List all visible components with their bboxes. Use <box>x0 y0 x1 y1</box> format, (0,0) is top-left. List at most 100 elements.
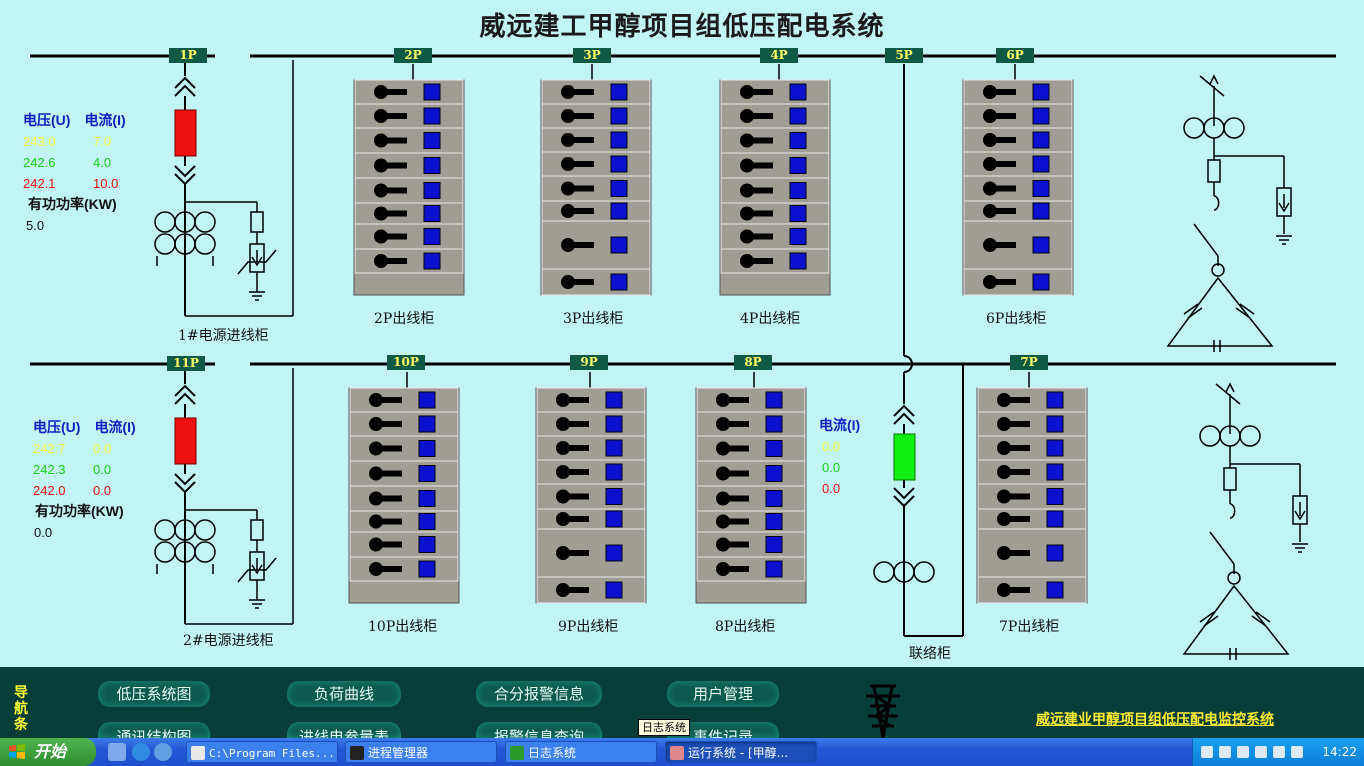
tag-10p[interactable]: 10P <box>387 355 425 370</box>
current-phase-b: 4.0 <box>93 155 112 170</box>
circuit-breaker <box>174 417 197 465</box>
nav-button-switch-alarm-info[interactable]: 合分报警信息 <box>476 681 602 707</box>
label-cabinet-6p: 6P出线柜 <box>986 311 1047 327</box>
switch-indicator <box>1032 202 1050 220</box>
tag-8p[interactable]: 8P <box>734 355 772 370</box>
current-header: 电流(I) <box>819 417 861 433</box>
label-cabinet-3p: 3P出线柜 <box>563 311 624 327</box>
switch-blade <box>1193 223 1219 257</box>
drawer-handle-icon <box>563 397 589 403</box>
active-power-value: 5.0 <box>26 218 45 233</box>
current-transformer <box>873 561 895 583</box>
tag-1p[interactable]: 1P <box>169 48 207 63</box>
arrester-arrow <box>251 250 263 267</box>
taskbar-item-program-files[interactable]: C:\Program Files... <box>186 741 338 763</box>
drawer-handle-icon <box>723 518 749 525</box>
active-power-header: 有功功率(KW) <box>35 503 124 519</box>
tag-7p[interactable]: 7P <box>1010 355 1048 370</box>
arrester-arrow <box>1278 194 1290 213</box>
current-transformer <box>1183 117 1205 139</box>
taskbar: 开始 C:\Program Files... 进程管理器 日志系统 运行系统 -… <box>0 738 1364 766</box>
tag-5p[interactable]: 5P <box>885 48 923 63</box>
arrester-arrow <box>251 558 263 575</box>
tag-6p[interactable]: 6P <box>996 48 1034 63</box>
drawer-handle-icon <box>1004 397 1030 403</box>
nav-button-alarm-query[interactable]: 报警信息查询 <box>476 722 602 738</box>
taskbar-item-process-manager[interactable]: 进程管理器 <box>345 741 497 763</box>
transformer-coil <box>1227 571 1241 585</box>
drawer-handle-icon <box>563 493 589 500</box>
switch-indicator <box>605 463 623 481</box>
feeder-chevron-down <box>174 473 196 494</box>
switch-indicator <box>418 391 436 409</box>
drawer-handle-icon <box>990 279 1016 285</box>
taskbar-item-log-system[interactable]: 日志系统 <box>505 741 657 763</box>
tag-11p[interactable]: 11P <box>167 356 205 371</box>
drawer-handle-icon <box>376 518 402 525</box>
nav-button-event-log[interactable]: 事件记录 <box>667 722 779 738</box>
disconnector-symbol <box>1199 74 1225 97</box>
switch-blade <box>1209 531 1235 565</box>
nav-button-comm-structure[interactable]: 通讯结构图 <box>98 722 210 738</box>
nav-button-user-management[interactable]: 用户管理 <box>667 681 779 707</box>
switch-indicator <box>765 490 783 507</box>
tower-icon <box>866 684 900 738</box>
current-header: 电流(I) <box>84 112 126 128</box>
drawer-handle-icon <box>563 587 589 593</box>
feeder-chevron-up <box>174 384 196 405</box>
start-button[interactable]: 开始 <box>0 738 96 766</box>
tray-app-icon[interactable] <box>1291 746 1303 758</box>
capacitor-symbol <box>1235 303 1255 319</box>
switch-indicator <box>789 252 807 270</box>
switch-indicator <box>605 391 623 409</box>
drawer-handle-icon <box>381 258 407 264</box>
current-phase-a: 0.0 <box>822 439 841 454</box>
nav-button-load-curve[interactable]: 负荷曲线 <box>287 681 401 707</box>
drawer-handle-icon <box>381 89 407 95</box>
tray-gear-icon[interactable] <box>1255 746 1267 758</box>
drawer-handle-icon <box>747 233 773 240</box>
show-desktop-icon[interactable] <box>108 743 126 761</box>
drawer-handle-icon <box>563 469 589 475</box>
tag-3p[interactable]: 3P <box>573 48 611 63</box>
nav-button-low-voltage-diagram[interactable]: 低压系统图 <box>98 681 210 707</box>
switch-indicator <box>789 83 807 101</box>
switch-indicator <box>1046 463 1064 481</box>
switch-indicator <box>610 155 628 173</box>
label-cabinet-4p: 4P出线柜 <box>740 311 801 327</box>
drawer-handle-icon <box>568 161 594 167</box>
media-icon[interactable] <box>154 743 172 761</box>
drawer-handle-icon <box>990 113 1016 119</box>
taskbar-item-runtime[interactable]: 运行系统 - [甲醇... <box>665 741 817 763</box>
label-incoming-2: 2#电源进线柜 <box>183 633 274 649</box>
tray-speaker-icon[interactable] <box>1273 746 1285 758</box>
drawer-handle-icon <box>723 445 749 452</box>
current-transformer <box>154 541 176 563</box>
switch-indicator <box>789 228 807 245</box>
switch-indicator <box>418 490 436 507</box>
nav-button-incoming-params[interactable]: 进线电参量表 <box>287 722 401 738</box>
tag-9p[interactable]: 9P <box>570 355 608 370</box>
tray-network-icon[interactable] <box>1219 746 1231 758</box>
brand-system-name: 威远建业甲醇项目组低压配电监控系统 <box>1036 712 1274 728</box>
bus-crossover <box>903 355 913 373</box>
current-transformer <box>913 561 935 583</box>
switch-indicator <box>605 488 623 505</box>
tag-2p[interactable]: 2P <box>394 48 432 63</box>
arrester-curve <box>237 249 277 275</box>
drawer-handle-icon <box>747 258 773 264</box>
tray-monitor-icon[interactable] <box>1237 746 1249 758</box>
fuse-symbol <box>1223 467 1237 491</box>
capacitor-symbol <box>1199 611 1219 627</box>
switch-indicator <box>765 513 783 530</box>
tray-chevron-icon[interactable] <box>1201 746 1213 758</box>
current-phase-a: 0.0 <box>93 441 112 456</box>
ie-icon[interactable] <box>132 743 150 761</box>
nav-title: 导航条 <box>14 685 28 733</box>
switch-indicator <box>610 180 628 197</box>
current-phase-c: 0.0 <box>822 481 841 496</box>
drawer-handle-icon <box>1004 469 1030 475</box>
tag-4p[interactable]: 4P <box>760 48 798 63</box>
